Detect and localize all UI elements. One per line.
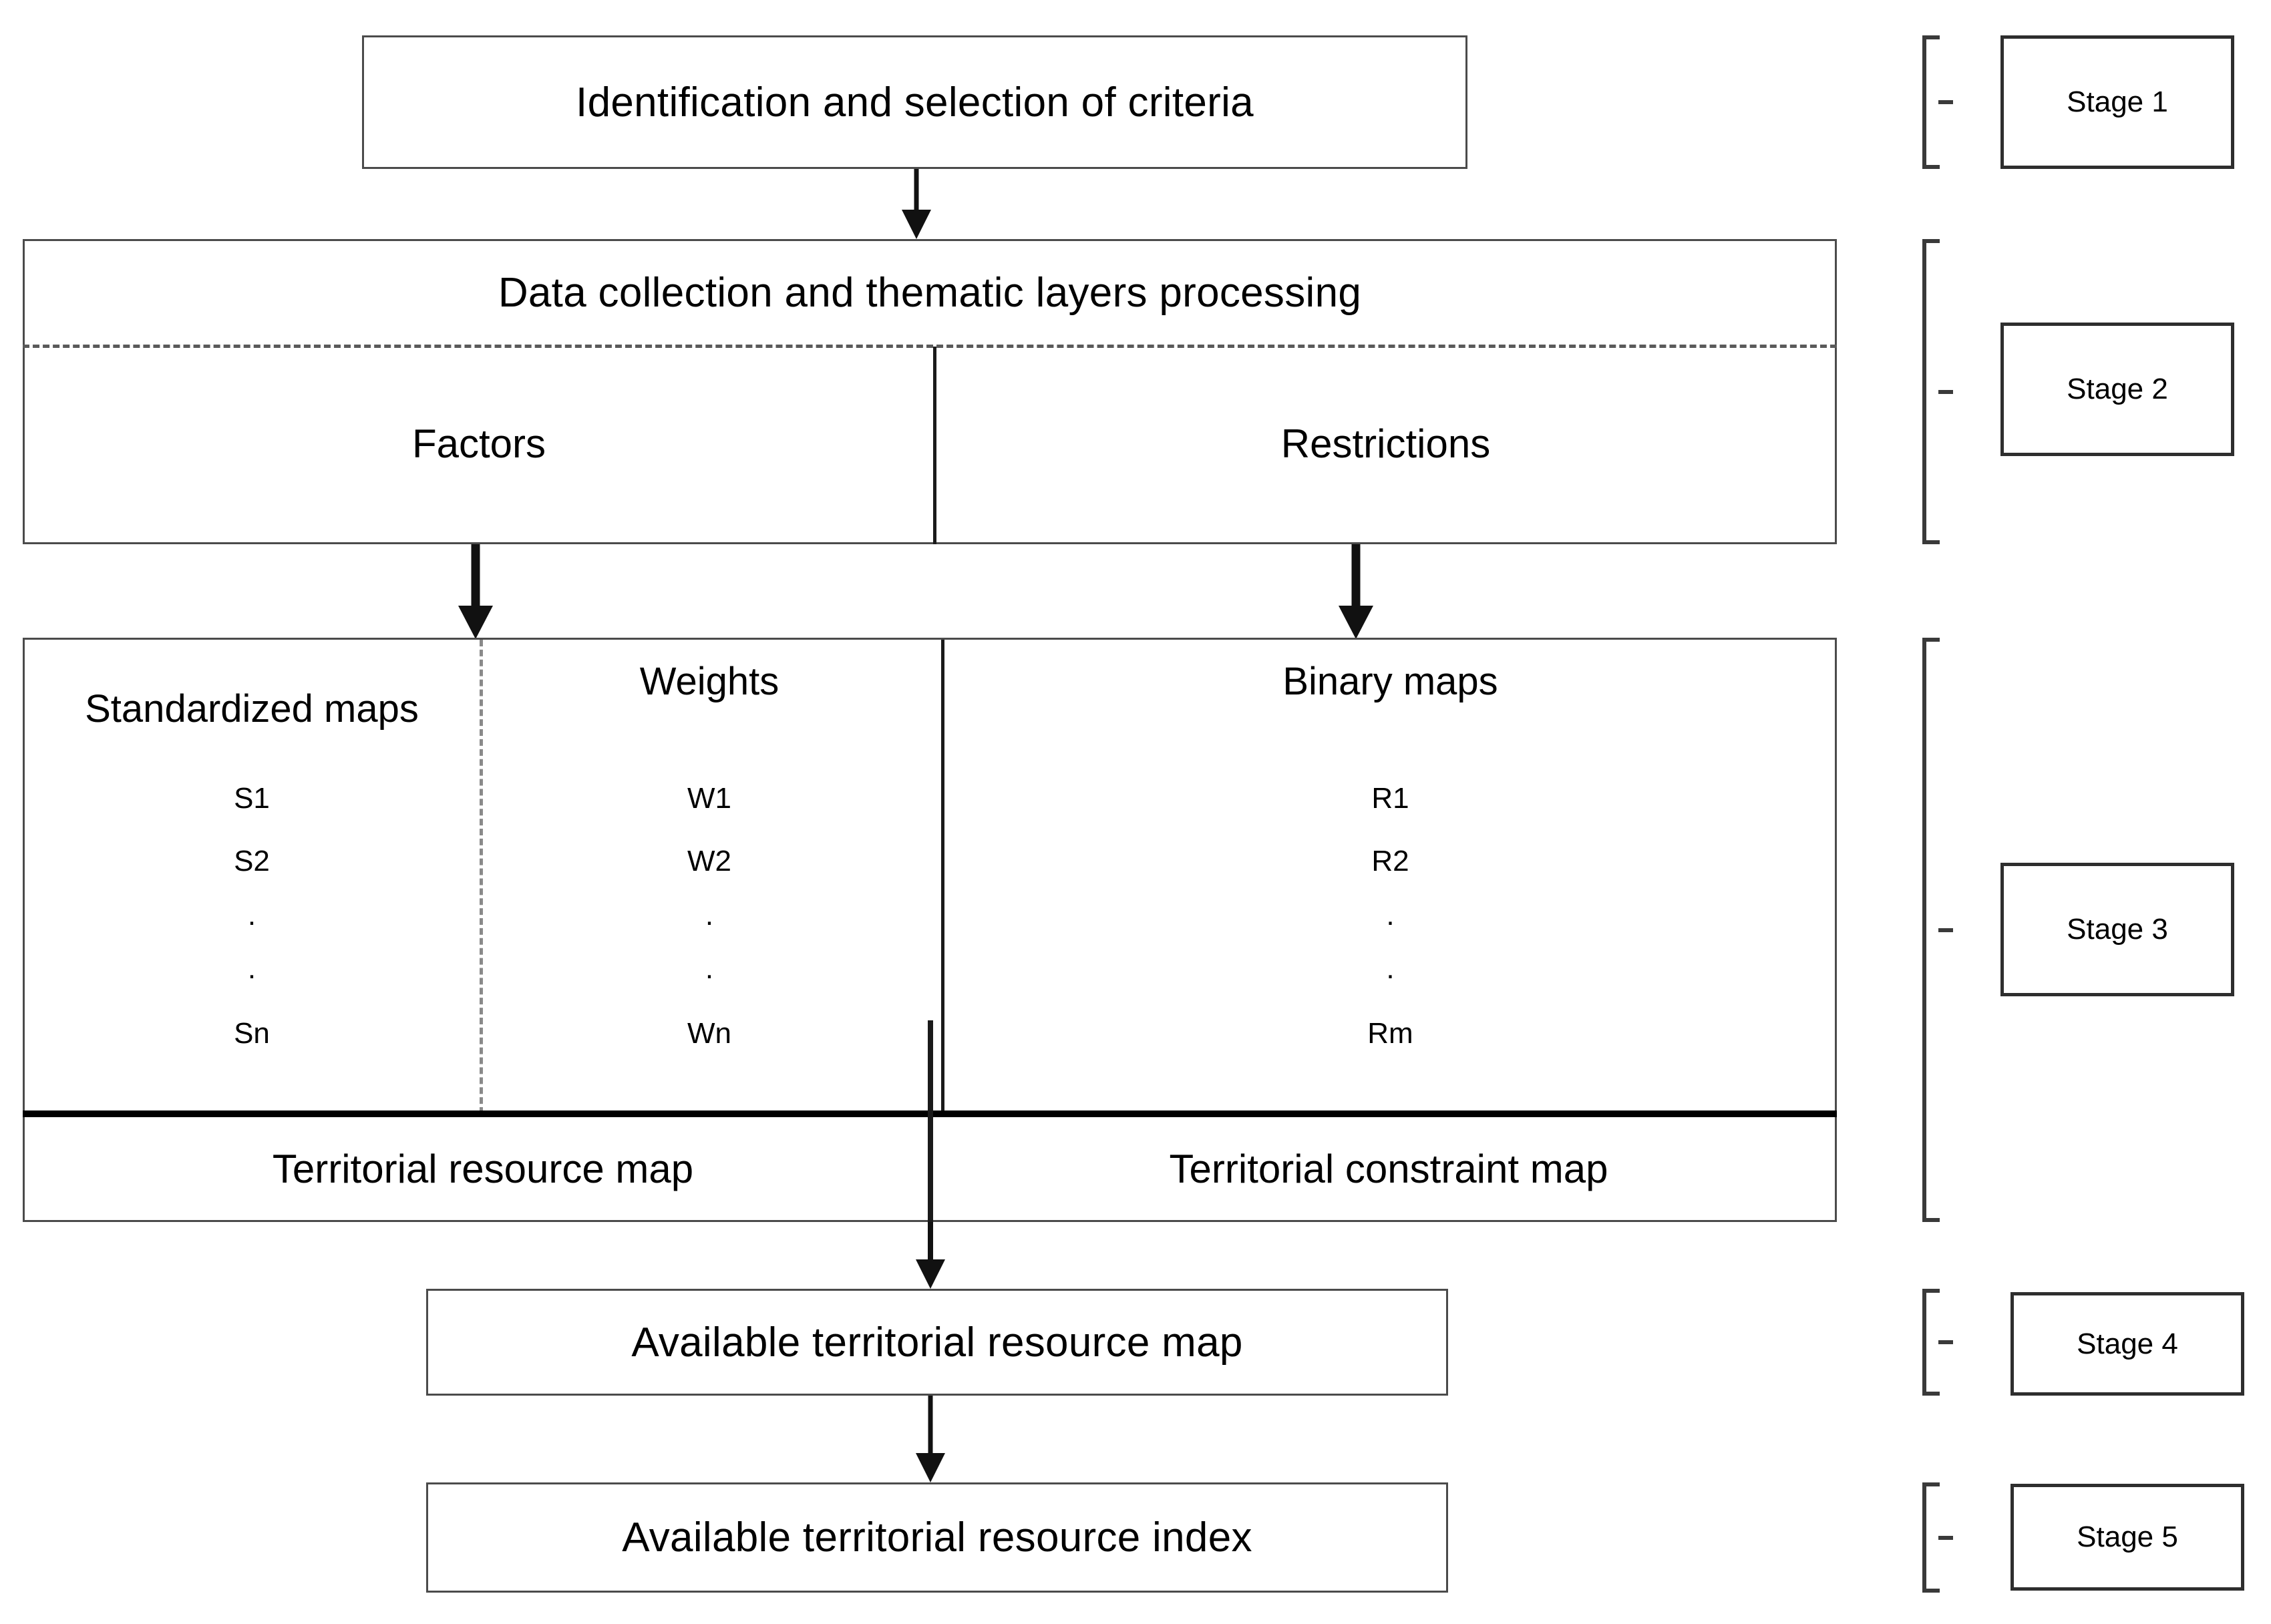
- stage3-col-binary-heading: Binary maps: [1282, 659, 1498, 703]
- stage5-label-text: Stage 5: [2077, 1520, 2178, 1553]
- arrow-stage1-to-stage2: [902, 169, 931, 239]
- stage3-label-box[interactable]: Stage 3: [2000, 863, 2234, 996]
- stage4-bracket: [1922, 1289, 1953, 1396]
- arrow-stage4-to-stage5: [916, 1396, 945, 1482]
- stage1-bracket: [1922, 35, 1953, 169]
- stage5-label-box[interactable]: Stage 5: [2011, 1484, 2244, 1591]
- stage2-label-text: Stage 2: [2067, 373, 2168, 405]
- stage2-bracket-nib: [1938, 389, 1953, 394]
- stage3-item-r2: R2: [1371, 845, 1409, 877]
- stage3-bracket: [1922, 638, 1953, 1222]
- stage5-process-box[interactable]: Available territorial resource index: [426, 1482, 1448, 1593]
- stage3-item-w-dot-1: .: [705, 899, 714, 932]
- stage4-bracket-nib: [1938, 1340, 1953, 1344]
- stage3-item-w1: W1: [687, 782, 731, 815]
- stage2-bracket: [1922, 239, 1953, 544]
- stage1-label-box[interactable]: Stage 1: [2000, 35, 2234, 169]
- stage3-col-standardized-heading: Standardized maps: [85, 687, 419, 731]
- stage3-item-sn: Sn: [234, 1017, 270, 1050]
- stage3-item-s1: S1: [234, 782, 270, 815]
- stage3-item-s2: S2: [234, 845, 270, 877]
- stage3-item-w2: W2: [687, 845, 731, 877]
- stage1-label-text: Stage 1: [2067, 85, 2168, 118]
- stage3-standardized-weights-divider: [480, 640, 483, 1114]
- arrow-restrictions-to-binary-maps: [1339, 544, 1373, 639]
- stage3-label-text: Stage 3: [2067, 913, 2168, 946]
- arrow-stage3-to-stage4: [916, 1222, 945, 1289]
- stage3-item-wn: Wn: [687, 1017, 731, 1050]
- stage1-bracket-nib: [1938, 100, 1953, 104]
- stage3-factors-restrictions-divider: [941, 640, 944, 1114]
- arrow-stage3-internal-shaft: [928, 1020, 933, 1224]
- stage2-factors-label: Factors: [411, 421, 546, 466]
- stage1-process-label: Identification and selection of criteria: [576, 79, 1254, 126]
- stage3-footer-resource-map: Territorial resource map: [272, 1147, 694, 1191]
- stage4-process-box[interactable]: Available territorial resource map: [426, 1289, 1448, 1396]
- stage4-process-label: Available territorial resource map: [631, 1319, 1243, 1366]
- stage3-item-r-dot-2: .: [1386, 952, 1395, 985]
- stage2-label-box[interactable]: Stage 2: [2000, 323, 2234, 456]
- stage5-bracket-nib: [1938, 1535, 1953, 1540]
- stage2-dashed-separator: [23, 345, 1837, 348]
- stage2-header-label: Data collection and thematic layers proc…: [498, 270, 1362, 316]
- stage3-item-rm: Rm: [1367, 1017, 1413, 1050]
- stage2-restrictions-label: Restrictions: [1280, 421, 1491, 466]
- stage5-bracket: [1922, 1482, 1953, 1593]
- stage3-item-s-dot-1: .: [247, 899, 256, 932]
- stage3-item-r1: R1: [1371, 782, 1409, 815]
- stage2-column-divider: [933, 347, 936, 544]
- stage1-process-box[interactable]: Identification and selection of criteria: [362, 35, 1467, 169]
- stage3-item-r-dot-1: .: [1386, 899, 1395, 932]
- stage2-container[interactable]: Data collection and thematic layers proc…: [23, 239, 1837, 544]
- stage3-col-weights-heading: Weights: [639, 659, 779, 703]
- stage3-item-s-dot-2: .: [247, 952, 256, 985]
- stage3-item-w-dot-2: .: [705, 952, 714, 985]
- stage4-label-text: Stage 4: [2077, 1327, 2178, 1360]
- arrow-factors-to-standardized-maps: [458, 544, 493, 639]
- stage4-label-box[interactable]: Stage 4: [2011, 1292, 2244, 1396]
- stage5-process-label: Available territorial resource index: [622, 1514, 1252, 1561]
- stage3-footer-constraint-map: Territorial constraint map: [1169, 1147, 1608, 1191]
- stage3-bracket-nib: [1938, 928, 1953, 932]
